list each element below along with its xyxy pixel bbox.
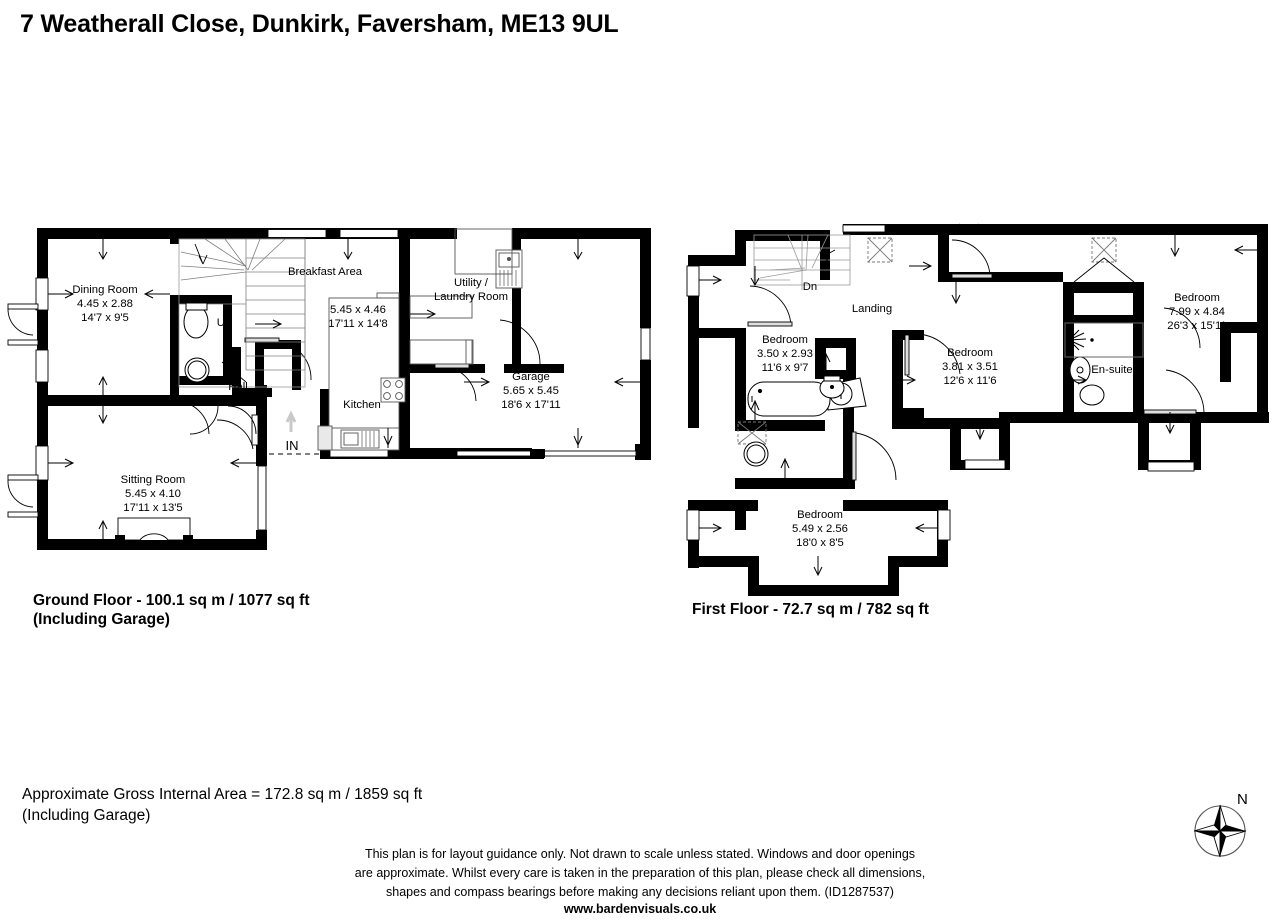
room-name-hall: Hall [228,381,247,393]
shower-icon [1068,329,1094,351]
room-name-kitchen: Kitchen [343,399,381,411]
entrance-marker: IN [286,410,299,453]
gf-room-labels: Dining Room 4.45 x 2.88 14'7 x 9'5 Break… [72,266,560,514]
room-name-bed2: Bedroom [947,347,993,359]
room-metric-bed1: 3.50 x 2.93 [757,348,813,360]
website-link[interactable]: www.bardenvisuals.co.uk [563,902,717,916]
tank-label: T [837,390,844,402]
compass-rose: N [1190,791,1270,865]
ff-room-labels: Bedroom 3.50 x 2.93 11'6 x 9'7 Bedroom 3… [757,281,1227,549]
room-name-ensuite: En-suite [1091,364,1132,376]
room-metric-bed4: 5.49 x 2.56 [792,523,848,535]
room-imp-garage: 18'6 x 17'11 [501,399,560,411]
compass-north-label: N [1237,791,1248,808]
room-name-bed3: Bedroom [1174,292,1220,304]
first-floor-plan: T [686,223,1269,596]
room-name-dining: Dining Room [72,284,137,296]
gross-internal-area: Approximate Gross Internal Area = 172.8 … [22,786,423,824]
stairs-down-marker: Dn [803,281,817,293]
stairs-up-marker: Up [217,317,231,329]
room-name-bed1: Bedroom [762,334,808,346]
room-name-bed4: Bedroom [797,509,843,521]
room-name-landing: Landing [852,303,892,315]
first-floor-caption: First Floor - 72.7 sq m / 782 sq ft [692,601,929,618]
disclaimer-text: This plan is for layout guidance only. N… [354,847,926,899]
room-name-sitting: Sitting Room [121,474,186,486]
ground-floor-plan: Dining Room 4.45 x 2.88 14'7 x 9'5 Break… [7,228,651,550]
ground-floor-caption: Ground Floor - 100.1 sq m / 1077 sq ft (… [33,592,310,628]
room-metric-bed2: 3.81 x 3.51 [942,361,998,373]
room-name-utility-1: Utility / [454,277,489,289]
room-imp-bed2: 12'6 x 11'6 [943,375,996,387]
page-title: 7 Weatherall Close, Dunkirk, Faversham, … [20,10,619,38]
room-imp-breakfast: 17'11 x 14'8 [328,318,387,330]
room-imp-sitting: 17'11 x 13'5 [123,502,182,514]
room-metric-garage: 5.65 x 5.45 [503,385,559,397]
room-imp-bed4: 18'0 x 8'5 [796,537,844,549]
room-metric-bed3: 7.99 x 4.84 [1169,306,1225,318]
room-name-garage: Garage [512,371,550,383]
room-metric-sitting: 5.45 x 4.10 [125,488,181,500]
room-name-utility-2: Laundry Room [434,291,508,303]
room-imp-bed1: 11'6 x 9'7 [762,362,809,374]
room-name-breakfast: Breakfast Area [288,266,363,278]
room-metric-dining: 4.45 x 2.88 [77,298,133,310]
room-imp-bed3: 26'3 x 15'11 [1167,320,1226,332]
entrance-label: IN [286,438,299,453]
room-imp-dining: 14'7 x 9'5 [81,312,129,324]
room-metric-breakfast: 5.45 x 4.46 [330,304,386,316]
